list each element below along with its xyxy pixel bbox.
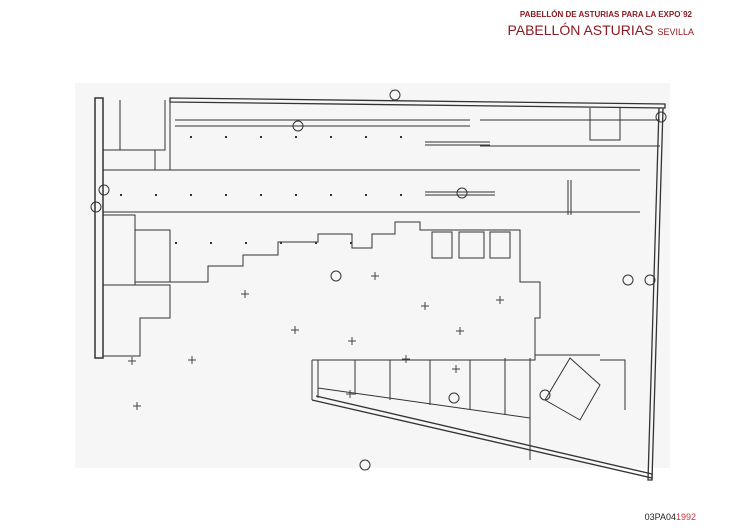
axis-marker bbox=[539, 389, 551, 401]
service-core bbox=[458, 231, 485, 259]
lower-band bbox=[311, 354, 600, 400]
axis-marker bbox=[456, 187, 468, 199]
bottom-wall bbox=[311, 395, 653, 479]
stair-top-right bbox=[589, 108, 621, 141]
column-grid bbox=[120, 136, 402, 244]
stair-lower-right bbox=[544, 357, 601, 421]
right-wall bbox=[647, 107, 664, 481]
stepped-edge bbox=[170, 221, 541, 358]
axis-marker bbox=[448, 392, 460, 404]
city-text: SEVILLA bbox=[657, 27, 694, 37]
title-text: PABELLÓN ASTURIAS bbox=[507, 22, 654, 38]
axis-marker bbox=[359, 459, 371, 471]
axis-marker bbox=[98, 184, 110, 196]
axis-marker bbox=[330, 270, 342, 282]
sheet-code: 03PA041992 bbox=[645, 512, 696, 522]
axis-marker bbox=[655, 111, 667, 123]
service-core bbox=[431, 231, 453, 259]
service-core bbox=[489, 231, 511, 259]
drawing-subtitle: PABELLÓN DE ASTURIAS PARA LA EXPO´92 bbox=[519, 10, 692, 19]
axis-marker bbox=[389, 89, 401, 101]
left-wall bbox=[94, 97, 104, 359]
column-markers bbox=[128, 272, 504, 410]
axis-marker bbox=[292, 120, 304, 132]
axis-marker bbox=[622, 274, 634, 286]
top-wall bbox=[169, 97, 666, 109]
axis-marker bbox=[644, 274, 656, 286]
sheet-year: 1992 bbox=[675, 512, 696, 522]
sheet-code-prefix: 03PA04 bbox=[644, 512, 676, 522]
axis-marker bbox=[90, 201, 102, 213]
